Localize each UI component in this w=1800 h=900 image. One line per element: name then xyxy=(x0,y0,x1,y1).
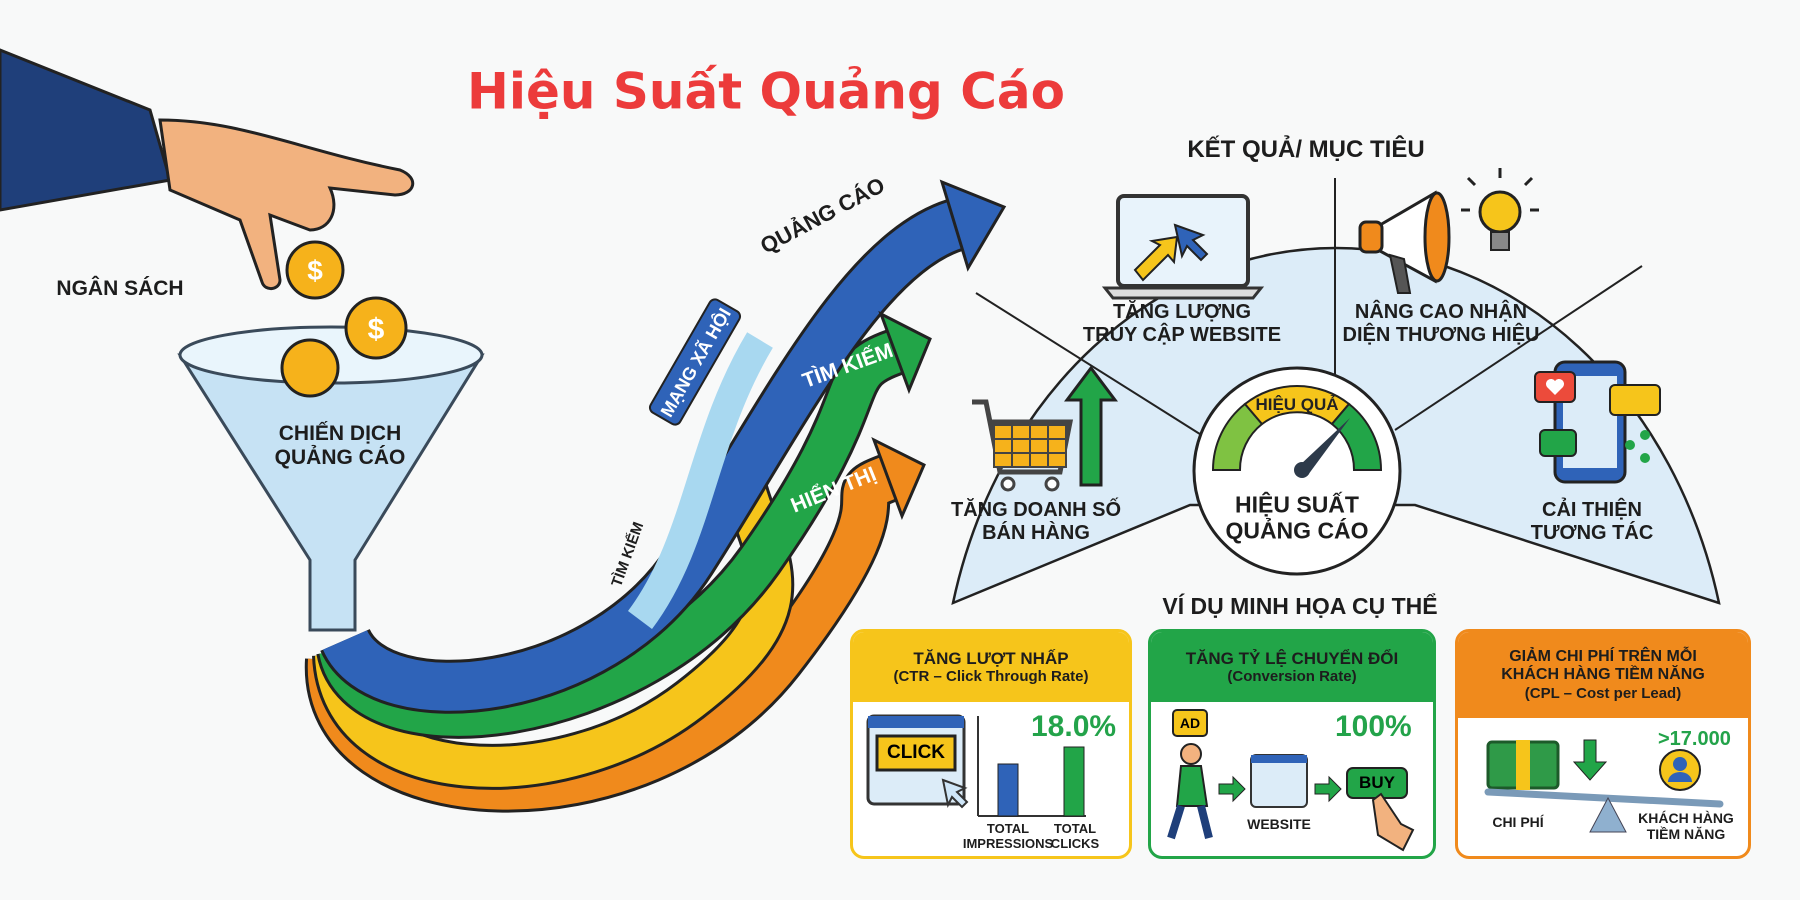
buy-label: BUY xyxy=(1359,773,1395,792)
ads-arrowhead-icon xyxy=(939,179,1007,272)
card-title: KHÁCH HÀNG TIỀM NĂNG xyxy=(1501,666,1705,684)
svg-text:$: $ xyxy=(307,255,323,286)
gauge-label: HIỆU QUẢ xyxy=(1255,395,1338,414)
click-button-icon xyxy=(875,734,957,772)
card-cpl: GIẢM CHI PHÍ TRÊN MỖI KHÁCH HÀNG TIỀM NĂ… xyxy=(1455,629,1751,859)
funnel-label-line: CHIẾN DỊCH xyxy=(278,421,402,445)
cpl-illustration xyxy=(1484,739,1724,833)
social-phone-icon xyxy=(1534,360,1661,484)
page-title: Hiệu Suất Quảng Cáo xyxy=(467,62,1065,121)
ad-tag-icon xyxy=(1172,709,1208,737)
down-arrow-icon xyxy=(1572,739,1608,781)
person-icon xyxy=(1180,743,1202,765)
conversion-illustration xyxy=(1167,709,1415,852)
social-stream xyxy=(627,332,773,629)
card-subtitle: (CTR – Click Through Rate) xyxy=(893,668,1089,686)
display-arrowhead-icon xyxy=(871,436,926,521)
card-subtitle: (Conversion Rate) xyxy=(1227,668,1357,686)
channel-streams xyxy=(304,199,965,813)
website-label: WEBSITE xyxy=(1247,816,1311,832)
pointing-hand-icon xyxy=(1371,792,1415,852)
leads-label-line: TIỀM NĂNG xyxy=(1646,826,1726,843)
ctr-illustration xyxy=(866,714,1086,817)
laptop-cursor-icon xyxy=(1101,194,1265,300)
card-title: GIẢM CHI PHÍ TRÊN MỖI xyxy=(1509,647,1697,665)
click-button-label: CLICK xyxy=(886,742,946,763)
growth-arrow-icon xyxy=(1064,365,1118,487)
ad-tag-label: AD xyxy=(1179,715,1201,731)
card-title: TĂNG LƯỢT NHẤP xyxy=(913,648,1069,668)
card-ctr: TĂNG LƯỢT NHẤP (CTR – Click Through Rate… xyxy=(850,629,1132,859)
ctr-value: 18.0% xyxy=(1031,710,1117,743)
card-header: GIẢM CHI PHÍ TRÊN MỖI KHÁCH HÀNG TIỀM NĂ… xyxy=(1458,632,1748,718)
divider xyxy=(975,292,1204,437)
divider xyxy=(1394,265,1643,431)
card-subtitle: (CPL – Cost per Lead) xyxy=(1524,684,1682,702)
results-heading: KẾT QUẢ/ MỤC TIÊU xyxy=(1187,136,1425,164)
cursor-icon xyxy=(941,778,969,809)
search-arrowhead-icon xyxy=(878,310,932,395)
performance-gauge: HIỆU QUẢ xyxy=(1192,366,1402,576)
megaphone-icon xyxy=(1358,190,1451,294)
channel-label-ads: QUẢNG CÁO xyxy=(756,172,889,258)
social-banner xyxy=(648,298,742,426)
funnel-label-line: QUẢNG CÁO xyxy=(274,446,406,469)
shopping-cart-icon xyxy=(972,399,1074,492)
clicks-bar xyxy=(1063,746,1085,817)
impressions-bar xyxy=(997,763,1019,817)
hand-icon xyxy=(0,48,414,290)
examples-heading: VÍ DỤ MINH HỌA CỤ THỂ xyxy=(1162,592,1438,619)
seesaw-icon xyxy=(1484,788,1724,808)
funnel-label: CHIẾN DỊCH QUẢNG CÁO xyxy=(275,422,406,470)
card-header: TĂNG LƯỢT NHẤP (CTR – Click Through Rate… xyxy=(853,632,1129,702)
card-header: TĂNG TỶ LỆ CHUYỂN ĐỔI (Conversion Rate) xyxy=(1151,632,1433,702)
leads-label-line: KHÁCH HÀNG xyxy=(1638,810,1734,826)
cpl-value: >17.000 xyxy=(1658,728,1731,750)
cost-label: CHI PHÍ xyxy=(1492,814,1544,830)
conversion-value: 100% xyxy=(1335,710,1412,743)
lightbulb-icon xyxy=(1461,168,1539,251)
budget-label: NGÂN SÁCH xyxy=(56,276,184,300)
gauge-needle-icon xyxy=(1300,418,1350,475)
coin-icon: $ $ xyxy=(280,240,408,398)
card-title: TĂNG TỶ LỆ CHUYỂN ĐỔI xyxy=(1185,648,1399,668)
svg-text:$: $ xyxy=(368,313,385,346)
card-conversion: TĂNG TỶ LỆ CHUYỂN ĐỔI (Conversion Rate) … xyxy=(1148,629,1436,859)
